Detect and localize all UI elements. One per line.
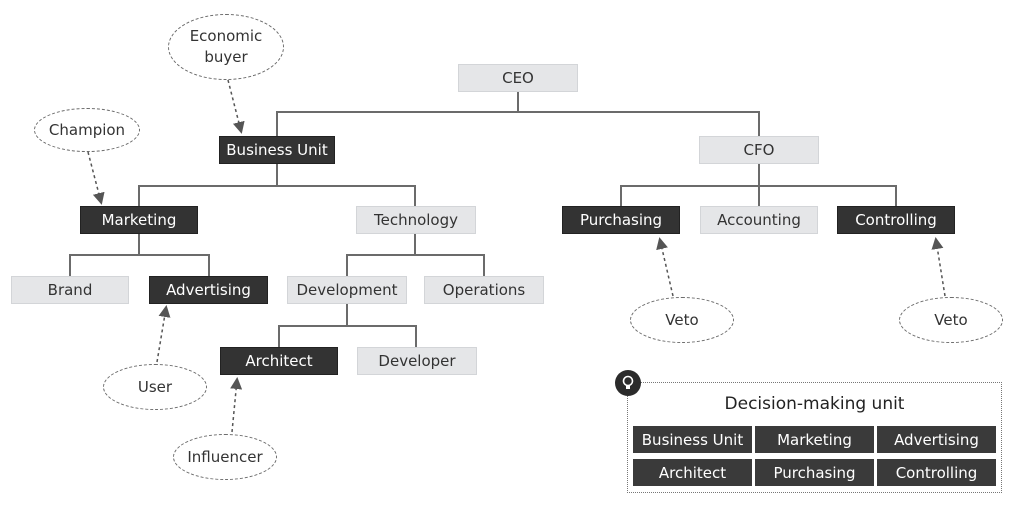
node-development: Development <box>287 276 407 304</box>
decision-making-unit-panel: Decision-making unit Business Unit Marke… <box>627 382 1002 493</box>
dmu-cell-business-unit: Business Unit <box>633 426 752 453</box>
node-operations: Operations <box>424 276 544 304</box>
veto-purchasing-label: Veto <box>665 310 699 329</box>
dmu-cell-marketing: Marketing <box>755 426 874 453</box>
role-arrows <box>87 79 946 433</box>
economic-buyer-line1: Economic <box>189 27 263 45</box>
node-ceo: CEO <box>458 64 578 92</box>
user-label: User <box>137 377 173 396</box>
node-business-unit: Business Unit <box>219 136 335 164</box>
node-technology: Technology <box>356 206 476 234</box>
bubble-veto-purchasing: Veto <box>630 297 734 343</box>
node-developer: Developer <box>357 347 477 375</box>
dmu-cell-advertising: Advertising <box>877 426 996 453</box>
dmu-cell-architect: Architect <box>633 459 752 486</box>
economic-buyer-line2: buyer <box>204 48 248 66</box>
node-advertising: Advertising <box>149 276 268 304</box>
lightbulb-icon <box>615 370 641 396</box>
node-brand: Brand <box>11 276 129 304</box>
dmu-cell-controlling: Controlling <box>877 459 996 486</box>
bubble-economic-buyer: Economic buyer <box>168 14 284 80</box>
node-architect: Architect <box>220 347 338 375</box>
dmu-title: Decision-making unit <box>724 394 905 414</box>
node-controlling: Controlling <box>837 206 955 234</box>
bubble-veto-controlling: Veto <box>899 297 1003 343</box>
lightbulb-icon-svg <box>622 375 634 389</box>
node-accounting: Accounting <box>700 206 818 234</box>
tree-connectors <box>69 92 897 347</box>
bubble-champion: Champion <box>34 108 140 152</box>
bubble-user: User <box>103 364 207 410</box>
bubble-influencer: Influencer <box>173 434 277 480</box>
veto-controlling-label: Veto <box>934 310 968 329</box>
influencer-label: Influencer <box>187 447 263 466</box>
node-marketing: Marketing <box>80 206 198 234</box>
dmu-cell-purchasing: Purchasing <box>755 459 874 486</box>
node-purchasing: Purchasing <box>562 206 680 234</box>
champion-label: Champion <box>48 120 126 139</box>
node-cfo: CFO <box>699 136 819 164</box>
